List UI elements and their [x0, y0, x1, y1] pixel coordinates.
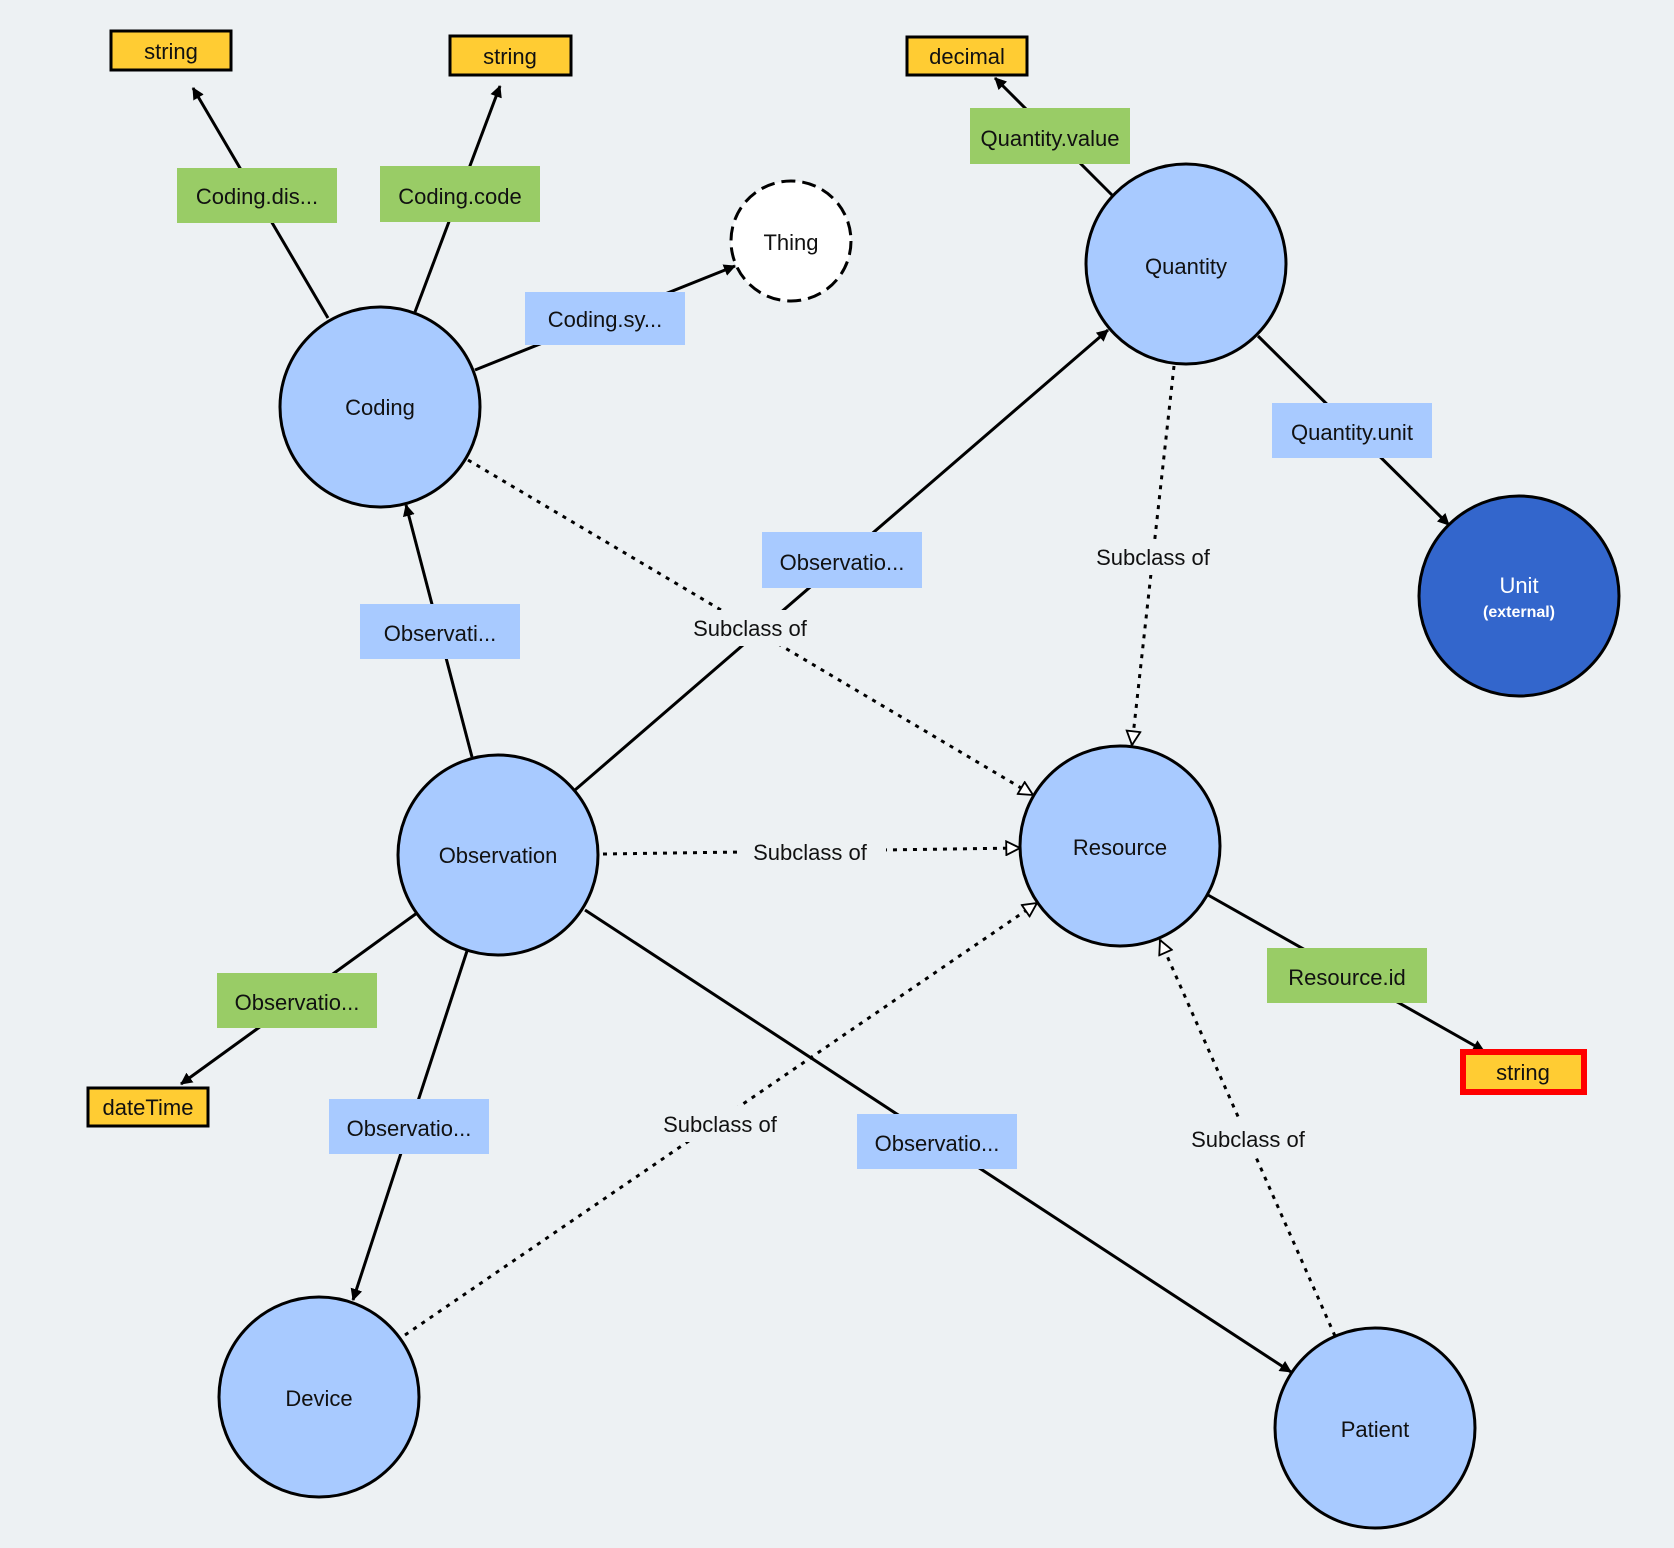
svg-text:Subclass of: Subclass of: [1191, 1127, 1306, 1152]
svg-text:Quantity: Quantity: [1145, 254, 1227, 279]
literal-coding-display-type[interactable]: string: [109, 29, 233, 72]
node-patient[interactable]: Patient: [1273, 1326, 1477, 1530]
svg-text:Coding.code: Coding.code: [398, 184, 522, 209]
literal-quantity-value-type[interactable]: decimal: [905, 35, 1029, 77]
svg-text:dateTime: dateTime: [103, 1095, 194, 1120]
node-observation[interactable]: Observation: [396, 753, 600, 957]
svg-text:Patient: Patient: [1341, 1417, 1410, 1442]
svg-text:Observatio...: Observatio...: [347, 1116, 472, 1141]
literal-resource-id-type[interactable]: string: [1460, 1049, 1587, 1095]
node-unit[interactable]: Unit (external): [1417, 494, 1621, 698]
svg-text:Coding.sy...: Coding.sy...: [548, 307, 663, 332]
property-observation-datetime[interactable]: Observatio...: [217, 973, 377, 1028]
svg-text:Subclass of: Subclass of: [1096, 545, 1211, 570]
subclass-edge-patient-resource: [1160, 940, 1337, 1337]
svg-text:Coding: Coding: [345, 395, 415, 420]
svg-text:Unit: Unit: [1499, 573, 1538, 598]
svg-text:string: string: [483, 44, 537, 69]
svg-text:Thing: Thing: [763, 230, 818, 255]
node-coding[interactable]: Coding: [278, 305, 482, 509]
property-quantity-unit[interactable]: Quantity.unit: [1272, 403, 1432, 458]
svg-text:Subclass of: Subclass of: [663, 1112, 778, 1137]
svg-text:Quantity.value: Quantity.value: [980, 126, 1119, 151]
svg-text:Observatio...: Observatio...: [780, 550, 905, 575]
property-observation-patient[interactable]: Observatio...: [857, 1114, 1017, 1169]
literal-coding-code-type[interactable]: string: [448, 34, 573, 77]
node-resource[interactable]: Resource: [1018, 744, 1222, 948]
node-thing[interactable]: Thing: [729, 179, 853, 303]
subclass-label-patient-resource[interactable]: Subclass of: [1178, 1121, 1320, 1157]
subclass-label-coding-resource[interactable]: Subclass of: [680, 610, 820, 646]
node-quantity[interactable]: Quantity: [1084, 162, 1288, 366]
svg-text:Device: Device: [285, 1386, 352, 1411]
svg-text:Observati...: Observati...: [384, 621, 496, 646]
subclass-label-device-resource[interactable]: Subclass of: [650, 1106, 792, 1142]
property-coding-display[interactable]: Coding.dis...: [177, 168, 337, 223]
node-device[interactable]: Device: [217, 1295, 421, 1499]
literal-observation-datetime-type[interactable]: dateTime: [86, 1086, 210, 1128]
property-observation-device[interactable]: Observatio...: [329, 1099, 489, 1154]
svg-text:string: string: [144, 39, 198, 64]
svg-text:decimal: decimal: [929, 44, 1005, 69]
property-observation-quantity[interactable]: Observatio...: [762, 532, 922, 588]
property-observation-coding[interactable]: Observati...: [360, 604, 520, 659]
svg-text:Subclass of: Subclass of: [753, 840, 868, 865]
svg-text:Coding.dis...: Coding.dis...: [196, 184, 318, 209]
svg-text:string: string: [1496, 1060, 1550, 1085]
svg-text:Observatio...: Observatio...: [875, 1131, 1000, 1156]
svg-text:Observatio...: Observatio...: [235, 990, 360, 1015]
svg-text:Subclass of: Subclass of: [693, 616, 808, 641]
svg-text:Resource: Resource: [1073, 835, 1167, 860]
svg-text:Resource.id: Resource.id: [1288, 965, 1405, 990]
property-quantity-value[interactable]: Quantity.value: [970, 108, 1130, 164]
svg-text:(external): (external): [1483, 604, 1555, 621]
subclass-label-observation-resource[interactable]: Subclass of: [740, 834, 886, 870]
property-coding-code[interactable]: Coding.code: [380, 166, 540, 222]
svg-text:Quantity.unit: Quantity.unit: [1291, 420, 1413, 445]
property-resource-id[interactable]: Resource.id: [1267, 948, 1427, 1003]
svg-text:Observation: Observation: [439, 843, 558, 868]
subclass-label-quantity-resource[interactable]: Subclass of: [1082, 539, 1224, 575]
property-coding-system[interactable]: Coding.sy...: [525, 292, 685, 345]
